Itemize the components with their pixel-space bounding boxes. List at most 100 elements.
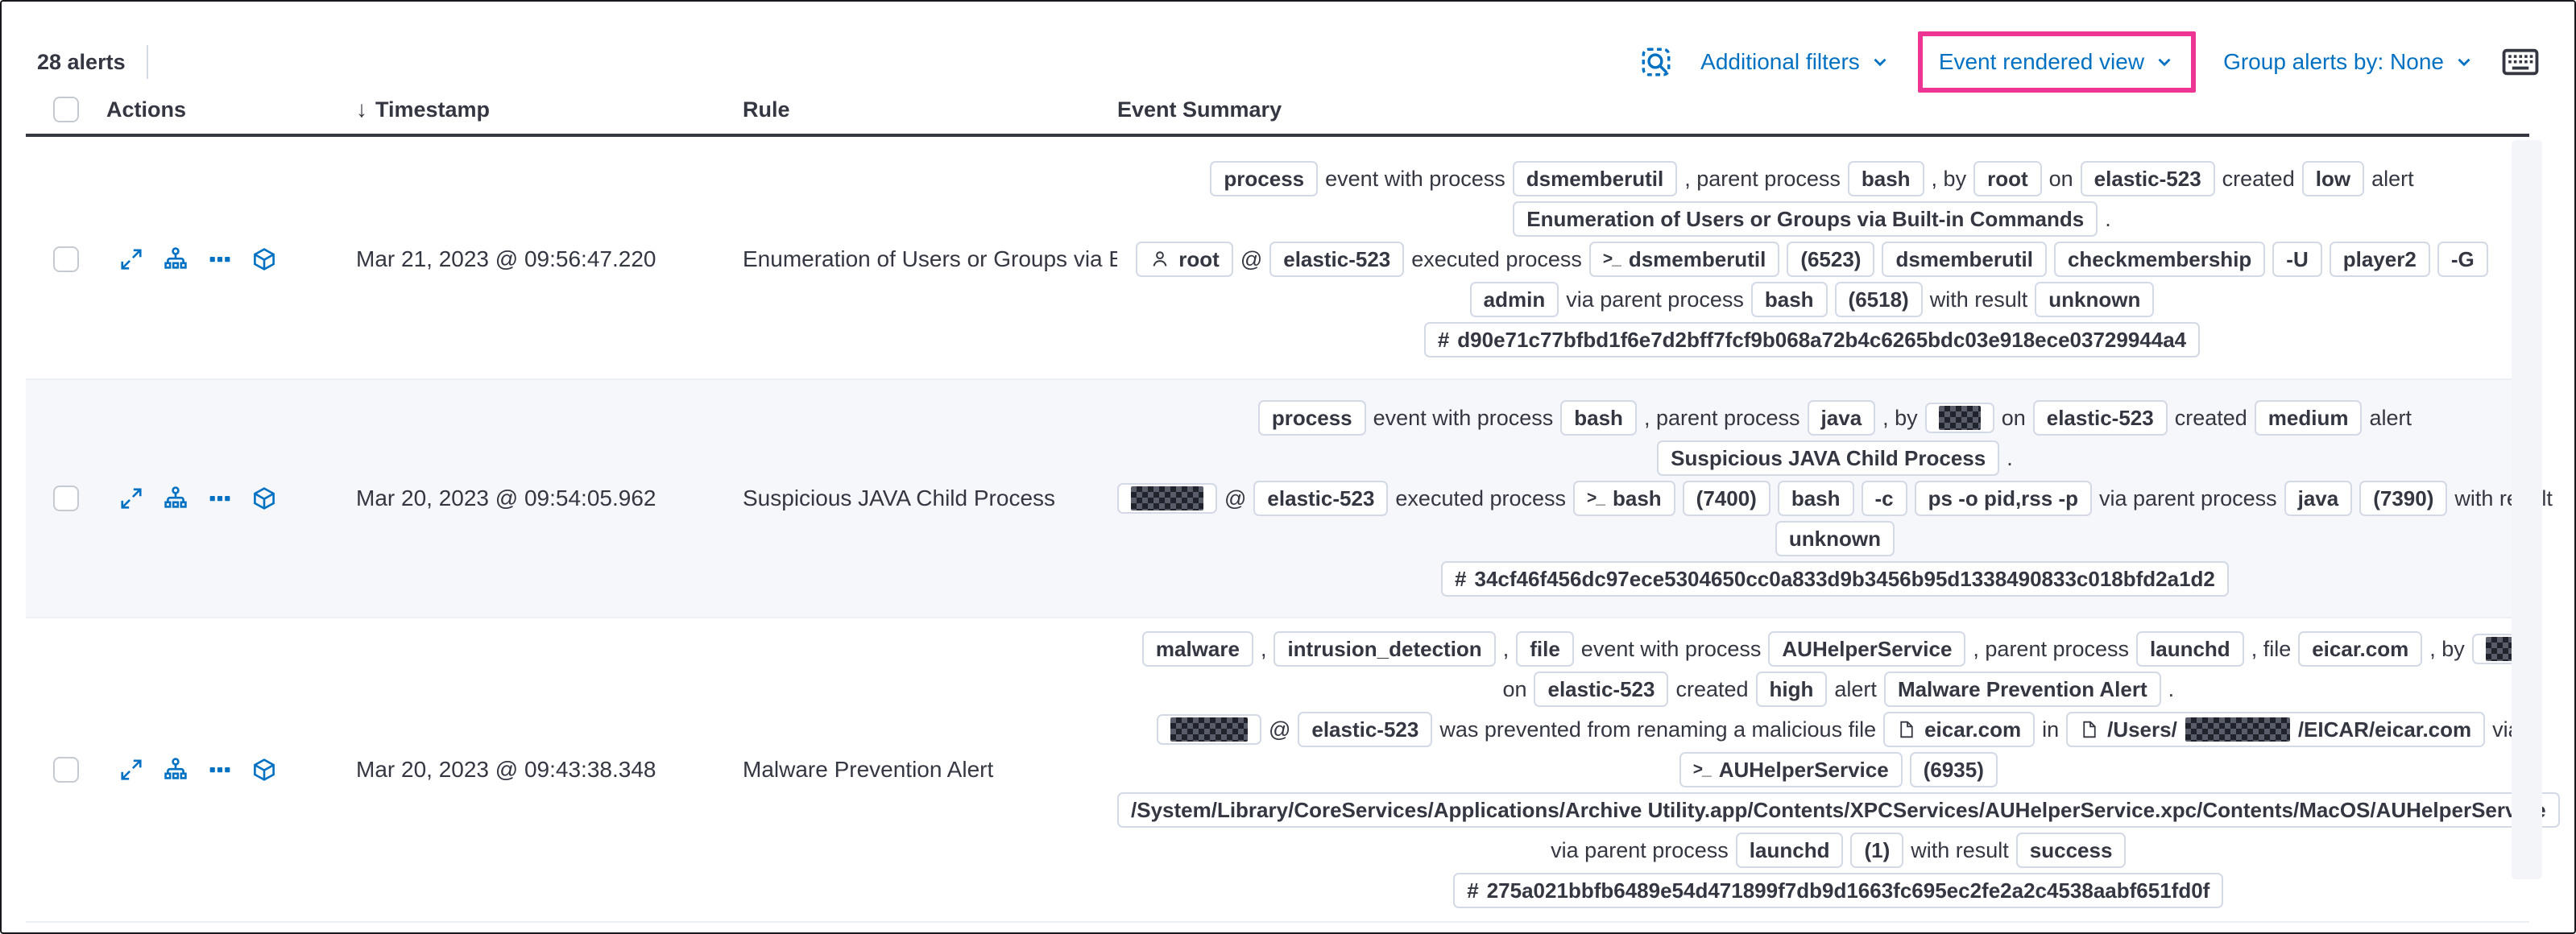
field-badge[interactable]: java [1807, 400, 1876, 436]
hash-icon: # [1455, 567, 1467, 591]
field-badge[interactable]: dsmemberutil [1882, 242, 2047, 277]
field-badge[interactable]: root [1136, 242, 1233, 277]
expand-alert-icon[interactable] [119, 486, 143, 510]
field-badge[interactable]: malware [1141, 631, 1253, 667]
field-badge[interactable]: success [2015, 833, 2127, 868]
rule-cell[interactable]: Enumeration of Users or Groups via Bui [743, 246, 1117, 271]
field-badge[interactable]: file [1516, 631, 1574, 667]
field-badge[interactable]: bash [1750, 282, 1828, 317]
select-all-checkbox[interactable] [53, 97, 79, 122]
field-badge[interactable]: (6523) [1787, 242, 1875, 277]
timestamp-cell: Mar 21, 2023 @ 09:56:47.220 [356, 246, 656, 271]
field-badge[interactable]: >_AUHelperService [1679, 752, 1903, 787]
field-badge[interactable]: elastic-523 [2080, 161, 2215, 196]
field-badge[interactable]: (6518) [1834, 282, 1923, 317]
row-checkbox[interactable] [53, 757, 79, 783]
field-badge[interactable]: (7400) [1682, 481, 1770, 516]
summary-text: event with process [1373, 405, 1554, 430]
row-checkbox[interactable] [53, 486, 79, 511]
field-badge[interactable]: #d90e71c77bfbd1f6e7d2bff7fcf9b068a72b4c6… [1423, 322, 2201, 357]
field-badge[interactable]: elastic-523 [2032, 400, 2168, 436]
summary-text: , parent process [1973, 636, 2130, 661]
investigate-timeline-icon[interactable] [251, 757, 277, 783]
field-badge[interactable]: eicar.com [1883, 712, 2036, 747]
highlight-annotation: Event rendered view [1917, 31, 2197, 93]
field-badge[interactable]: -c [1861, 481, 1907, 516]
more-actions-icon[interactable] [208, 247, 232, 271]
field-badge[interactable]: java [2284, 481, 2353, 516]
column-header-timestamp[interactable]: ↓ Timestamp [356, 97, 743, 122]
more-actions-icon[interactable] [208, 486, 232, 510]
analyze-event-icon[interactable] [163, 757, 188, 783]
row-checkbox[interactable] [53, 246, 79, 272]
field-badge[interactable]: -U [2272, 242, 2322, 277]
field-badge[interactable]: high [1755, 672, 1828, 707]
rule-cell[interactable]: Malware Prevention Alert [743, 757, 994, 782]
expand-alert-icon[interactable] [119, 247, 143, 271]
field-badge[interactable]: -G [2437, 242, 2488, 277]
field-badge[interactable]: /System/Library/CoreServices/Application… [1117, 792, 2560, 828]
investigate-timeline-icon[interactable] [251, 246, 277, 272]
terminal-icon: >_ [1602, 250, 1621, 268]
field-badge[interactable]: (1) [1850, 833, 1904, 868]
field-badge[interactable]: checkmembership [2053, 242, 2266, 277]
field-badge[interactable]: unknown [2035, 282, 2155, 317]
field-badge[interactable]: medium [2254, 400, 2363, 436]
field-badge[interactable] [2471, 634, 2535, 664]
field-badge[interactable]: process [1257, 400, 1366, 436]
field-badge[interactable]: launchd [1735, 833, 1844, 868]
field-badge[interactable]: launchd [2136, 631, 2244, 667]
analyze-event-icon[interactable] [163, 246, 188, 272]
field-badge[interactable]: (6935) [1909, 752, 1998, 787]
analyze-event-icon[interactable] [163, 486, 188, 511]
investigate-timeline-icon[interactable] [251, 486, 277, 511]
summary-line: #275a021bbfb6489e54d471899f7db9d1663fc69… [1453, 873, 2224, 908]
terminal-icon: >_ [1692, 760, 1712, 779]
field-badge[interactable]: #275a021bbfb6489e54d471899f7db9d1663fc69… [1453, 873, 2224, 908]
rule-cell[interactable]: Suspicious JAVA Child Process [743, 486, 1056, 510]
field-badge[interactable]: player2 [2329, 242, 2430, 277]
field-badge[interactable]: dsmemberutil [1512, 161, 1678, 196]
additional-filters-label: Additional filters [1700, 49, 1860, 74]
field-badge[interactable] [1156, 714, 1261, 745]
column-header-summary: Event Summary [1117, 97, 1282, 122]
sort-descending-icon: ↓ [356, 97, 367, 122]
field-badge[interactable]: Malware Prevention Alert [1883, 672, 2161, 707]
field-badge[interactable] [1117, 483, 1217, 514]
field-badge[interactable]: low [2301, 161, 2365, 196]
field-badge[interactable]: AUHelperService [1768, 631, 1966, 667]
field-badge[interactable]: intrusion_detection [1274, 631, 1496, 667]
field-badge[interactable]: Enumeration of Users or Groups via Built… [1513, 201, 2098, 237]
field-badge[interactable]: Suspicious JAVA Child Process [1657, 440, 2000, 476]
summary-text: with result [1911, 837, 2009, 862]
additional-filters-button[interactable]: Additional filters [1700, 49, 1891, 75]
field-badge[interactable]: process [1210, 161, 1319, 196]
view-selector-button[interactable]: Event rendered view [1939, 49, 2175, 75]
field-badge[interactable] [1924, 403, 1994, 433]
field-badge[interactable]: >_bash [1573, 481, 1675, 516]
field-badge[interactable]: bash [1560, 400, 1637, 436]
field-badge[interactable]: #34cf46f456dc97ece5304650cc0a833d9b3456b… [1441, 561, 2229, 597]
field-badge[interactable]: (7390) [2359, 481, 2448, 516]
more-actions-icon[interactable] [208, 758, 232, 782]
field-badge[interactable]: bash [1847, 161, 1924, 196]
field-badge[interactable]: /Users//EICAR/eicar.com [2066, 712, 2486, 747]
field-badge[interactable]: elastic-523 [1534, 672, 1669, 707]
keyboard-shortcuts-icon[interactable] [2502, 47, 2539, 77]
field-badge[interactable]: elastic-523 [1269, 242, 1405, 277]
field-badge[interactable]: unknown [1775, 521, 1895, 556]
field-badge[interactable]: eicar.com [2298, 631, 2423, 667]
summary-text: executed process [1395, 486, 1567, 510]
vertical-scrollbar[interactable] [2512, 140, 2542, 879]
field-badge[interactable]: >_dsmemberutil [1588, 242, 1780, 277]
field-badge[interactable]: elastic-523 [1298, 712, 1433, 747]
expand-alert-icon[interactable] [119, 758, 143, 782]
inspect-icon[interactable] [1639, 45, 1673, 79]
field-badge[interactable]: elastic-523 [1253, 481, 1389, 516]
field-badge[interactable]: admin [1469, 282, 1559, 317]
field-badge[interactable]: root [1973, 161, 2042, 196]
group-alerts-by-button[interactable]: Group alerts by: None [2223, 49, 2475, 75]
field-badge[interactable]: ps -o pid,rss -p [1914, 481, 2092, 516]
field-badge[interactable]: bash [1777, 481, 1854, 516]
